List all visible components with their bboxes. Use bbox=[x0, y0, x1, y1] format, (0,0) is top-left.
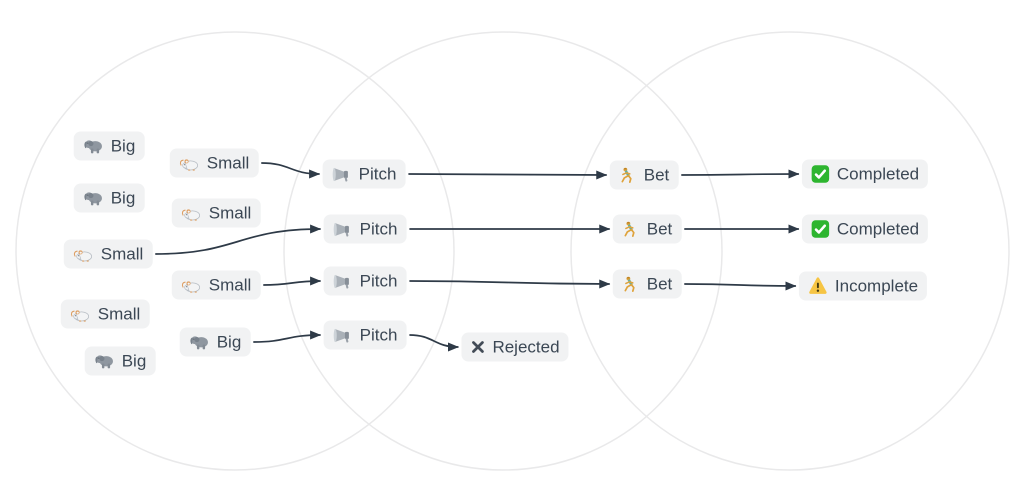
node-label: Rejected bbox=[492, 337, 560, 357]
flow-arrow bbox=[681, 169, 800, 179]
venn-circle bbox=[15, 31, 455, 471]
node-label: Big bbox=[110, 188, 136, 208]
node-label: Pitch bbox=[359, 271, 398, 291]
node-pitch: Pitch bbox=[323, 266, 407, 296]
runner-icon bbox=[622, 220, 640, 238]
runner-icon bbox=[622, 275, 640, 293]
megaphone-icon bbox=[333, 326, 353, 344]
node-pitch: Pitch bbox=[323, 214, 407, 244]
venn-circles bbox=[15, 31, 1010, 471]
node-label: Pitch bbox=[359, 219, 398, 239]
node-label: Small bbox=[208, 203, 252, 223]
node-bet: Bet bbox=[612, 269, 682, 299]
node-label: Big bbox=[121, 351, 147, 371]
node-label: Small bbox=[100, 244, 144, 264]
node-incomplete: Incomplete bbox=[798, 271, 928, 301]
node-label: Pitch bbox=[358, 164, 397, 184]
megaphone-icon bbox=[333, 272, 353, 290]
flow-arrow bbox=[263, 276, 322, 286]
rat-icon bbox=[70, 305, 91, 323]
node-pitch: Pitch bbox=[322, 159, 406, 189]
node-rejected: Rejected bbox=[461, 332, 569, 362]
flow-arrow bbox=[409, 334, 459, 352]
flow-arrow bbox=[155, 224, 322, 255]
node-completed: Completed bbox=[801, 214, 929, 244]
node-bet: Bet bbox=[609, 160, 679, 190]
runner-icon bbox=[619, 166, 637, 184]
node-big: Big bbox=[179, 327, 251, 357]
rat-icon bbox=[73, 245, 94, 263]
elephant-icon bbox=[83, 137, 104, 156]
check-icon bbox=[811, 165, 830, 184]
elephant-icon bbox=[94, 352, 115, 371]
warning-icon bbox=[808, 277, 828, 296]
node-small: Small bbox=[171, 198, 261, 228]
flow-arrow bbox=[684, 281, 797, 291]
node-label: Completed bbox=[836, 164, 920, 184]
rat-icon bbox=[179, 154, 200, 172]
node-label: Completed bbox=[836, 219, 920, 239]
node-label: Big bbox=[216, 332, 242, 352]
megaphone-icon bbox=[333, 220, 353, 238]
node-small: Small bbox=[171, 270, 261, 300]
node-label: Bet bbox=[646, 219, 673, 239]
flow-arrow bbox=[408, 170, 608, 180]
node-label: Pitch bbox=[359, 325, 398, 345]
flow-arrows bbox=[155, 162, 800, 352]
x-icon bbox=[470, 340, 485, 355]
node-label: Small bbox=[97, 304, 141, 324]
flow-arrow bbox=[409, 279, 611, 289]
node-label: Bet bbox=[643, 165, 670, 185]
node-completed: Completed bbox=[801, 159, 929, 189]
megaphone-icon bbox=[332, 165, 352, 183]
flow-arrow bbox=[261, 162, 321, 179]
node-label: Small bbox=[206, 153, 250, 173]
rat-icon bbox=[181, 204, 202, 222]
rat-icon bbox=[181, 276, 202, 294]
node-small: Small bbox=[169, 148, 259, 178]
venn-circle bbox=[570, 31, 1010, 471]
node-big: Big bbox=[73, 183, 145, 213]
node-label: Big bbox=[110, 136, 136, 156]
venn-circle bbox=[283, 31, 723, 471]
node-big: Big bbox=[84, 346, 156, 376]
node-small: Small bbox=[60, 299, 150, 329]
flow-arrow bbox=[253, 330, 322, 343]
node-label: Small bbox=[208, 275, 252, 295]
node-small: Small bbox=[63, 239, 153, 269]
node-label: Incomplete bbox=[834, 276, 919, 296]
check-icon bbox=[811, 220, 830, 239]
elephant-icon bbox=[189, 333, 210, 352]
node-big: Big bbox=[73, 131, 145, 161]
node-pitch: Pitch bbox=[323, 320, 407, 350]
elephant-icon bbox=[83, 189, 104, 208]
node-label: Bet bbox=[646, 274, 673, 294]
node-bet: Bet bbox=[612, 214, 682, 244]
